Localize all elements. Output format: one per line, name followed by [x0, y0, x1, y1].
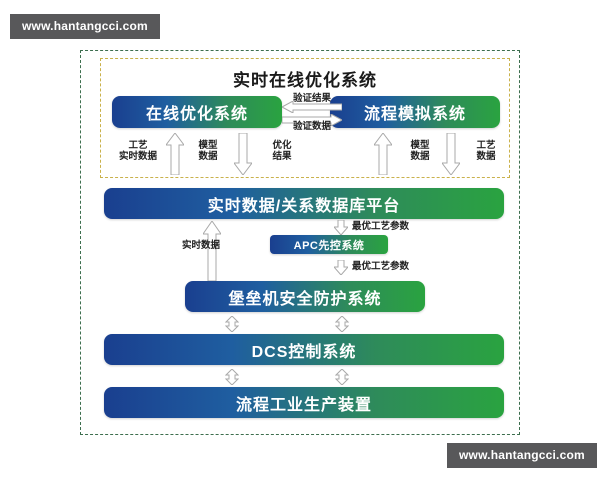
label-line-1: 优化: [272, 140, 292, 151]
label-line-2: 数据: [476, 151, 496, 163]
arrow-bidirectional-bastion-dcs-right: [335, 316, 349, 332]
arrow-down-optimal-params-lower: [334, 260, 348, 275]
arrow-bidirectional-dcs-plant-left: [225, 369, 239, 385]
label-optimal-process-params-upper: 最优工艺参数: [352, 221, 410, 232]
node-online-optimization-system[interactable]: 在线优化系统: [112, 96, 282, 128]
arrow-down-optimal-params-upper: [334, 220, 348, 235]
label-line-2: 数据: [198, 151, 218, 163]
label-verify-result: 验证结果: [292, 93, 331, 104]
arrow-bidirectional-dcs-plant-right: [335, 369, 349, 385]
watermark-bottom: www.hantangcci.com: [447, 443, 597, 469]
label-line-2: 数据: [410, 151, 430, 163]
watermark-top: www.hantangcci.com: [10, 14, 160, 40]
arrow-up-realtime-data: [203, 221, 221, 281]
arrow-down-process-data-right: [442, 133, 460, 175]
arrow-up-model-data-right: [374, 133, 392, 175]
node-bastion-host-security-system[interactable]: 堡垒机安全防护系统: [185, 281, 425, 312]
label-line-1: 模型: [410, 140, 430, 151]
label-line-2: 实时数据: [118, 151, 157, 163]
outer-dashed-frame: [80, 50, 520, 435]
label-line-1: 工艺: [128, 140, 148, 151]
arrow-bidirectional-bastion-dcs-left: [225, 316, 239, 332]
label-verify-data: 验证数据: [292, 121, 331, 132]
label-model-data-right: 模型 数据: [400, 140, 440, 163]
label-line-2: 结果: [272, 151, 292, 163]
node-dcs-control-system[interactable]: DCS控制系统: [104, 334, 504, 365]
arrow-left-verify-result: [282, 101, 342, 113]
label-optimal-process-params-lower: 最优工艺参数: [352, 261, 410, 272]
node-process-industry-production-plant[interactable]: 流程工业生产装置: [104, 387, 504, 418]
arrow-right-verify-data: [282, 114, 342, 126]
label-process-data-right: 工艺 数据: [466, 140, 506, 163]
label-realtime-data: 实时数据: [181, 240, 220, 251]
rto-group-title: 实时在线优化系统: [233, 71, 377, 90]
label-line-1: 工艺: [476, 140, 496, 151]
label-model-data-left: 模型 数据: [188, 140, 228, 163]
label-optimization-result: 优化 结果: [262, 140, 302, 163]
label-line-1: 模型: [198, 140, 218, 151]
arrow-up-process-realtime-data: [166, 133, 184, 175]
arrow-down-optimization-result: [234, 133, 252, 175]
node-realtime-relational-database-platform[interactable]: 实时数据/关系数据库平台: [104, 188, 504, 219]
node-process-simulation-system[interactable]: 流程模拟系统: [330, 96, 500, 128]
node-apc-advanced-control-system[interactable]: APC先控系统: [270, 235, 388, 254]
label-process-realtime-data: 工艺 实时数据: [112, 140, 164, 163]
